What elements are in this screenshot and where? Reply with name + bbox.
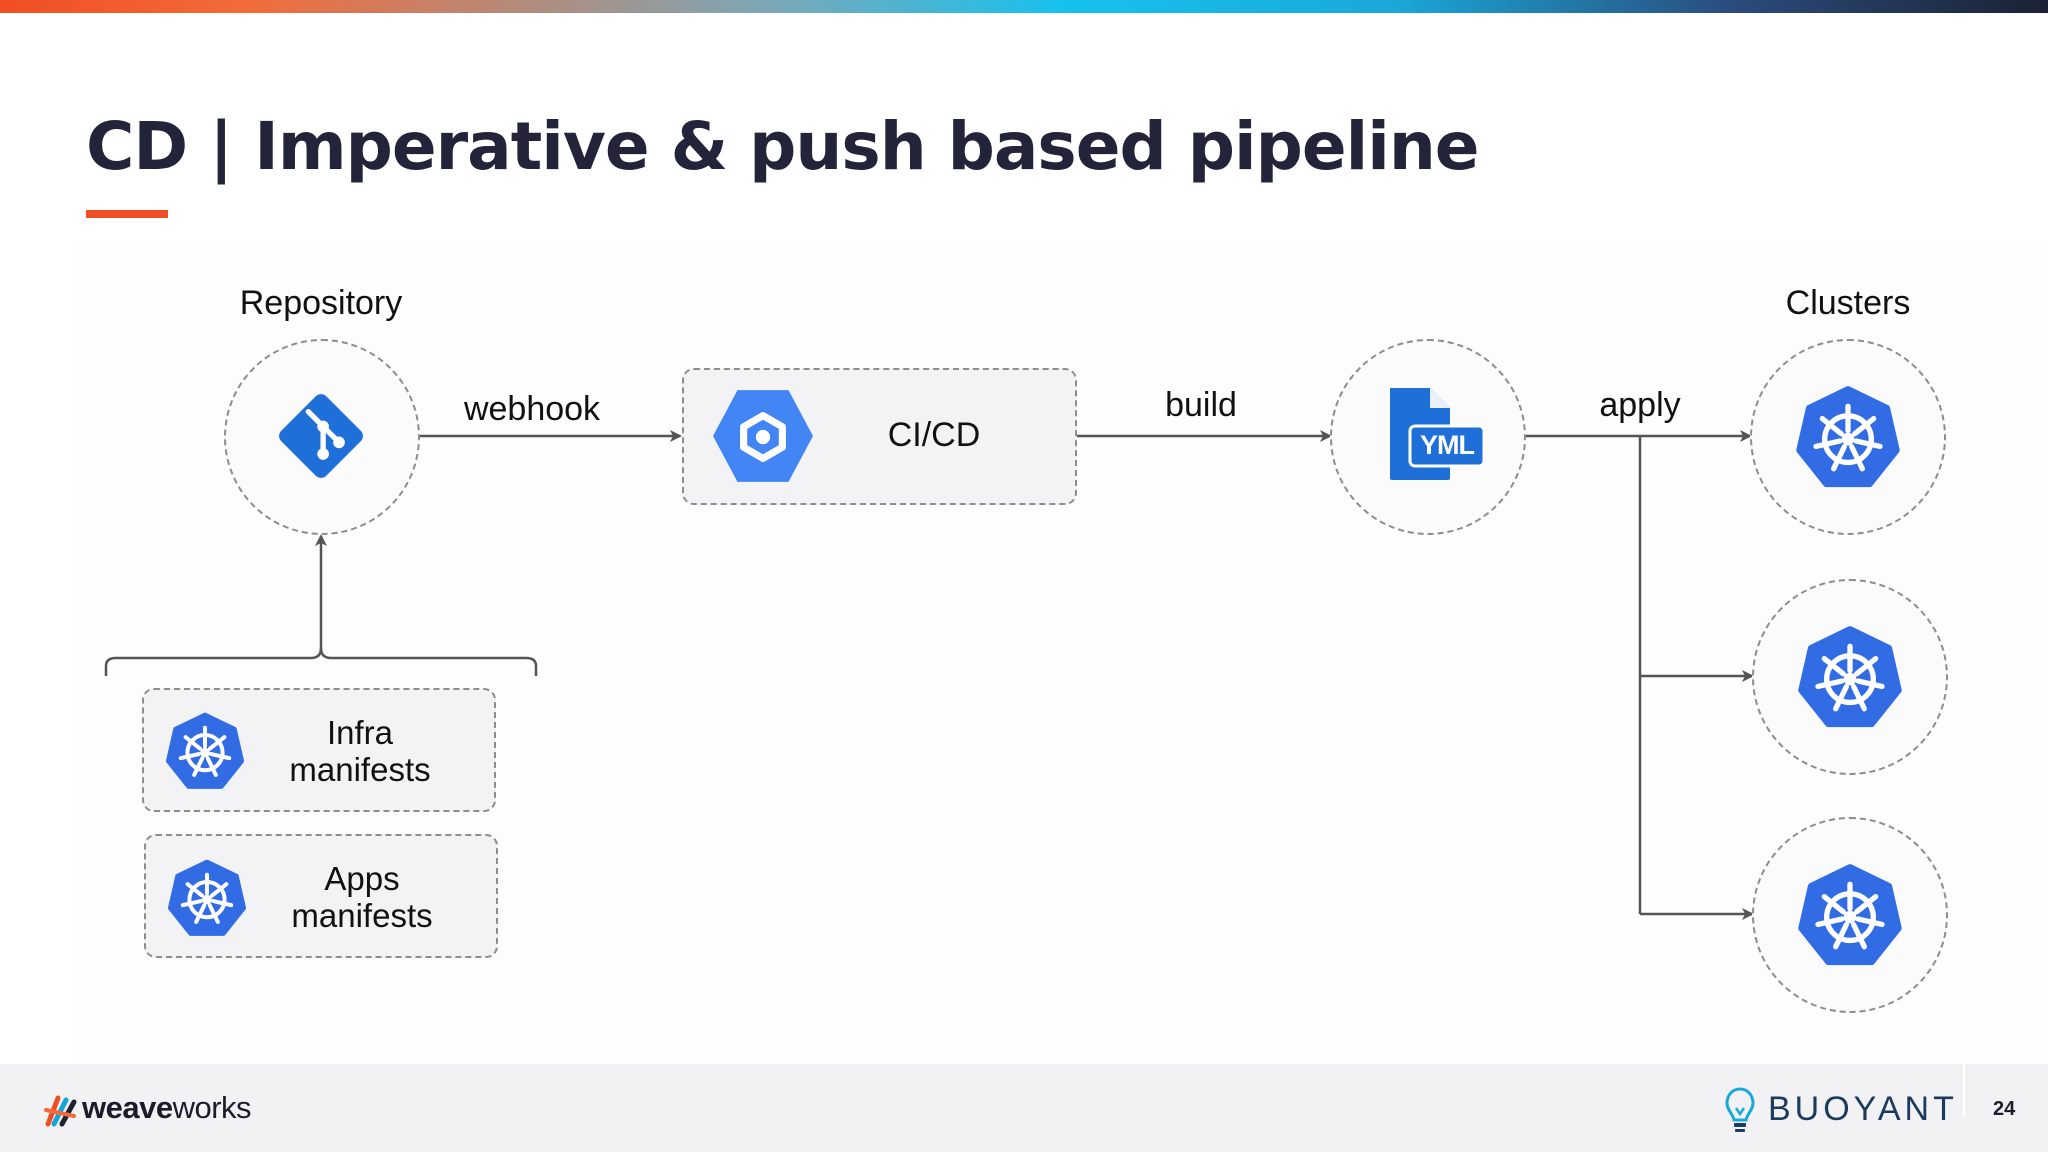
footer-bar (0, 1064, 2048, 1152)
buoyant-logo (1725, 1087, 1755, 1132)
page-number: 24 (1993, 1098, 2016, 1120)
yaml-file-icon: YML (1386, 386, 1486, 482)
kubernetes-icon (167, 859, 247, 936)
cloud-build-icon (713, 390, 813, 482)
weaveworks-wordmark-bold: weave (82, 1090, 173, 1125)
cicd-label: CI/CD (887, 416, 981, 454)
weaveworks-logo (44, 1095, 77, 1127)
top-gradient-bar (0, 0, 2048, 13)
infra-manifests-line1: Infra (326, 714, 394, 751)
apply-label: apply (1599, 386, 1681, 424)
apps-manifests-label: Apps manifests (291, 860, 432, 934)
apps-manifests-line1: Apps (324, 860, 400, 897)
git-icon (279, 394, 363, 478)
infra-manifests-label: Infra manifests (289, 714, 430, 788)
title-underline (86, 210, 168, 218)
footer-divider (1963, 1064, 1965, 1116)
webhook-label: webhook (463, 390, 601, 428)
yaml-file-label: YML (1420, 430, 1475, 460)
manifests-brace (104, 647, 538, 676)
buoyant-wordmark: BUOYANT (1768, 1090, 1958, 1128)
kubernetes-icon (1798, 626, 1902, 728)
connector-lines (104, 430, 1754, 920)
slide-title: CD | Imperative & push based pipeline (86, 108, 1480, 185)
kubernetes-icon (165, 712, 245, 789)
repository-label: Repository (239, 284, 403, 322)
kubernetes-icon (1796, 386, 1900, 488)
apps-manifests-line2: manifests (291, 897, 433, 934)
weaveworks-wordmark-regular: works (172, 1090, 252, 1125)
kubernetes-icon (1798, 864, 1902, 966)
clusters-label: Clusters (1785, 284, 1911, 322)
weaveworks-wordmark: weaveworks (82, 1090, 252, 1126)
build-label: build (1165, 386, 1237, 424)
infra-manifests-line2: manifests (289, 751, 431, 788)
